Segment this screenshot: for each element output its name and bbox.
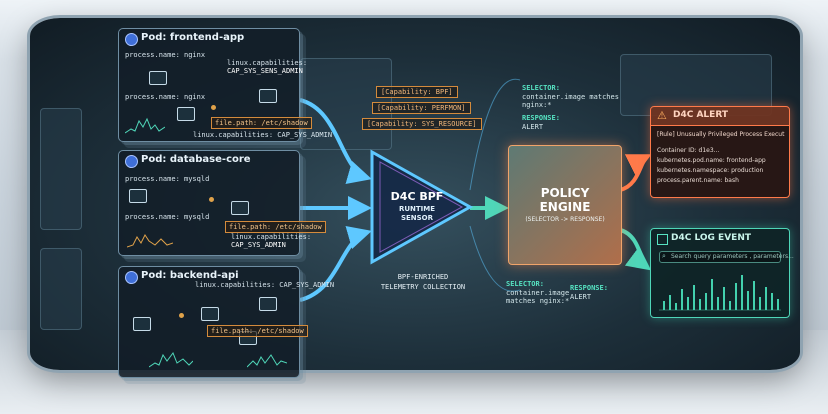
flow-arrow-policy-alert [619, 154, 652, 192]
capability-tag-perfmon: [Capability: PERFMON] [372, 102, 471, 114]
process-label: process.name: nginx [125, 93, 206, 101]
capability-label: linux.capabilities: [231, 233, 312, 241]
flow-arrow-frontend [299, 98, 372, 184]
selector-value: container.image matches [522, 93, 619, 101]
activity-sparkline [127, 234, 173, 248]
sensor-caption: BPF-ENRICHED TELEMETRY COLLECTION [368, 272, 478, 292]
alert-row: process.parent.name: bash [657, 177, 739, 184]
capability-value: CAP_SYS_ADMIN [231, 241, 286, 249]
terminal-icon [149, 71, 167, 85]
policy-title-line1: POLICY [540, 186, 590, 200]
database-icon [129, 189, 147, 203]
kubernetes-icon [125, 271, 138, 284]
sensor-caption-line1: BPF-ENRICHED [397, 273, 449, 281]
alert-row: Container ID: d1e3... [657, 147, 720, 154]
selector-value: nginx:* [522, 101, 552, 109]
folder-icon [259, 297, 277, 311]
search-icon: ⌕ [662, 252, 666, 260]
policy-title-line2: ENGINE [539, 200, 591, 214]
log-panel[interactable]: D4C LOG EVENT ⌕ Search query parameters … [650, 228, 794, 318]
process-label: process.name: mysqld [125, 213, 210, 221]
selector-label: SELECTOR: [506, 280, 544, 288]
activity-sparkline [149, 351, 193, 368]
alert-header: ⚠ D4C ALERT [651, 107, 789, 126]
alert-row: kubernetes.namespace: production [657, 167, 764, 174]
file-icon [231, 201, 249, 215]
folder-icon [259, 89, 277, 103]
log-search-input[interactable]: ⌕ Search query parameters , parameters..… [659, 251, 794, 263]
response-label: RESPONSE: [522, 114, 560, 122]
flow-arrow-policy-log [619, 228, 652, 271]
kubernetes-icon [125, 155, 138, 168]
flow-arrow-backend [299, 225, 372, 302]
selector-value: container.image [506, 289, 570, 297]
sensor-subtitle: RUNTIME SENSOR [372, 205, 462, 223]
sensor-subtitle-line2: SENSOR [400, 214, 434, 222]
bg-panel [40, 108, 82, 230]
bg-panel [620, 54, 772, 116]
log-histogram [659, 275, 781, 311]
selector-label: SELECTOR: [522, 84, 560, 92]
capability-label: linux.capabilities: CAP_SYS_ADMIN [195, 281, 335, 289]
pod-panel-frontend[interactable]: Pod: frontend-app process.name: nginx pr… [118, 28, 332, 142]
sensor-caption-line2: TELEMETRY COLLECTION [380, 283, 466, 291]
sensor-triangle [370, 149, 474, 265]
process-label: process.name: mysqld [125, 175, 210, 183]
log-icon [657, 234, 668, 245]
policy-title: POLICY ENGINE [509, 186, 621, 214]
bg-panel [40, 248, 82, 330]
alert-panel[interactable]: ⚠ D4C ALERT [Rule] Unusually Privileged … [650, 106, 790, 198]
file-icon [201, 307, 219, 321]
capability-tag-bpf: [Capability: BPF] [376, 86, 458, 98]
activity-sparkline [125, 117, 165, 134]
cpu-icon [177, 107, 195, 121]
response-value: ALERT [522, 123, 544, 131]
event-dot [179, 313, 184, 318]
warning-icon: ⚠ [657, 109, 667, 122]
pod-title: Pod: backend-api [141, 270, 239, 281]
file-path-badge: file.path: /etc/shadow [211, 117, 312, 129]
database-icon [133, 317, 151, 331]
file-path-badge: file.path: /etc/shadow [207, 325, 308, 337]
policy-subtitle: (SELECTOR -> RESPONSE) [525, 216, 605, 223]
capability-label: linux.capabilities: [227, 59, 308, 67]
pod-title: Pod: database-core [141, 154, 251, 165]
pod-panel-backend[interactable]: Pod: backend-api linux.capabilities: CAP… [118, 266, 334, 378]
alert-rule: [Rule] Unusually Privileged Process Exec… [657, 131, 785, 138]
sensor-title: D4C BPF [390, 190, 444, 203]
file-path-badge: file.path: /etc/shadow [225, 221, 326, 233]
sensor-subtitle-line1: RUNTIME [398, 205, 436, 213]
pod-title: Pod: frontend-app [141, 32, 245, 43]
process-label: process.name: nginx [125, 51, 206, 59]
activity-sparkline [247, 354, 287, 368]
capability-label: linux.capabilities: CAP_SYS_ADMIN [193, 131, 333, 139]
capability-tag-sys-resource: [Capability: SYS_RESOURCE] [362, 118, 482, 130]
log-title: D4C LOG EVENT [671, 233, 751, 243]
pod-panel-database[interactable]: Pod: database-core process.name: mysqld … [118, 150, 326, 256]
capability-value: CAP_SYS_SENS_ADMIN [227, 67, 303, 75]
selector-value: matches nginx:* [506, 297, 570, 305]
alert-row: kubernetes.pod.name: frontend-app [657, 157, 766, 164]
event-dot [209, 197, 214, 202]
search-placeholder: Search query parameters , parameters... [671, 253, 794, 260]
response-label: RESPONSE: [570, 284, 608, 292]
response-value: ALERT [570, 293, 592, 301]
kubernetes-icon [125, 33, 138, 46]
event-dot [211, 105, 216, 110]
policy-engine-block[interactable]: POLICY ENGINE (SELECTOR -> RESPONSE) [508, 145, 622, 265]
alert-title: D4C ALERT [673, 110, 728, 120]
